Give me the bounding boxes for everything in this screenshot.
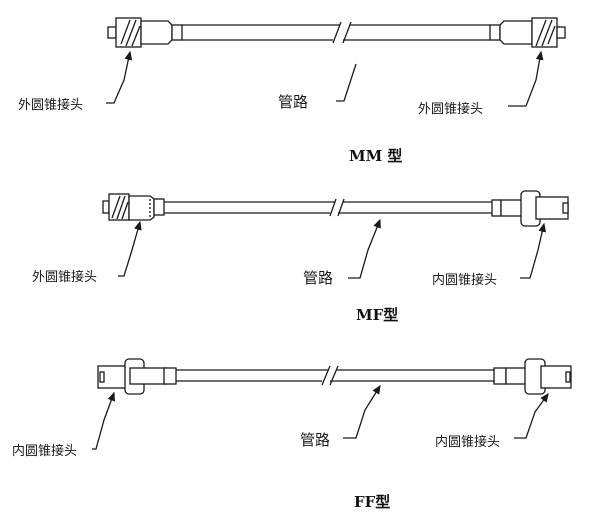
ff-left-connector-label: 内圆锥接头 [12, 444, 78, 459]
mf-pipe [164, 198, 492, 217]
mm-right-male-connector [489, 17, 566, 48]
mm-left-connector-label: 外圆锥接头 [18, 98, 84, 113]
mm-type-title: MM 型 [349, 147, 403, 165]
mf-left-male-connector [102, 193, 165, 221]
mf-left-connector-label: 外圆锥接头 [32, 270, 98, 285]
ff-right-leader [514, 392, 549, 439]
ff-right-connector-label: 内圆锥接头 [435, 435, 501, 450]
ff-type-title: FF型 [354, 493, 391, 511]
mf-right-leader [520, 222, 547, 279]
ff-pipe-label: 管路 [300, 431, 331, 449]
ff-assembly [92, 358, 572, 450]
mm-pipe-label: 管路 [278, 93, 309, 111]
mf-pipe-leader [348, 218, 381, 279]
mf-type-title: MF型 [356, 306, 399, 324]
ff-left-female-connector [97, 358, 177, 395]
mm-right-leader [508, 50, 544, 107]
mf-right-female-connector [491, 190, 569, 227]
ff-pipe-leader [343, 384, 381, 439]
mf-left-leader [118, 220, 142, 277]
mm-pipe-leader [336, 63, 357, 102]
mf-right-connector-label: 内圆锥接头 [432, 273, 498, 288]
ff-left-leader [92, 391, 115, 450]
mm-left-leader [106, 50, 133, 104]
mm-assembly [106, 17, 566, 107]
mm-right-connector-label: 外圆锥接头 [418, 102, 484, 117]
ff-pipe [176, 365, 494, 386]
mf-assembly [102, 190, 569, 279]
mm-pipe [182, 21, 490, 44]
mf-pipe-label: 管路 [303, 269, 334, 287]
mm-left-male-connector [107, 17, 183, 48]
ff-right-female-connector [493, 358, 572, 395]
